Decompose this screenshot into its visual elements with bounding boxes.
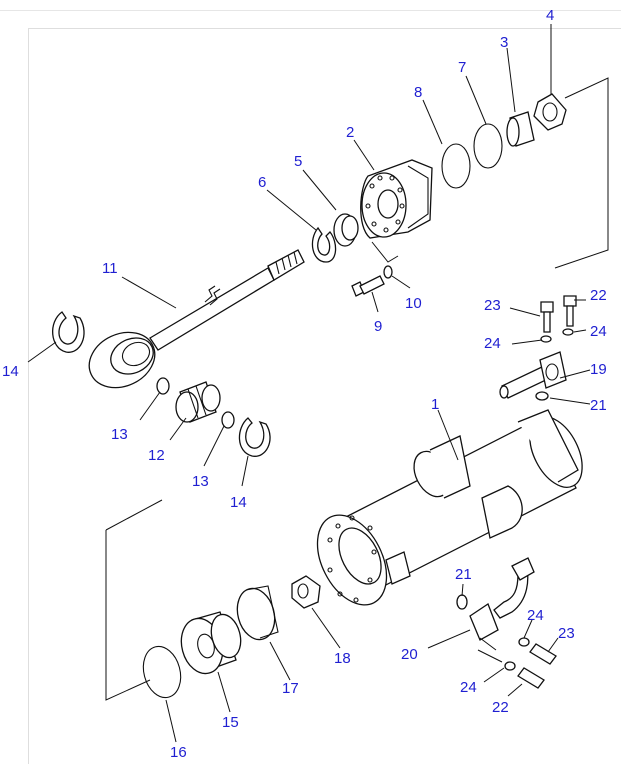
part-5-bushing [333,213,359,247]
callout-2[interactable]: 2 [346,124,354,141]
bracket-line-right [554,77,609,269]
part-12-bushing [175,381,221,423]
callout-19[interactable]: 19 [590,361,607,378]
callout-21-bottom[interactable]: 21 [455,566,472,583]
part-21-o-ring-bottom [456,594,468,610]
part-18-nut [291,575,321,609]
part-4-nut [533,93,567,131]
callout-9[interactable]: 9 [374,318,382,335]
callout-22-top[interactable]: 22 [590,287,607,304]
callout-23-bottom[interactable]: 23 [558,625,575,642]
callout-13-lower[interactable]: 13 [192,473,209,490]
callout-8[interactable]: 8 [414,84,422,101]
part-14-snap-ring-left [52,311,85,353]
part-13-seal-lower [221,411,235,429]
part-16-ring [142,645,182,699]
callout-24-bottom-left[interactable]: 24 [460,679,477,696]
part-7-backup-ring [473,123,503,169]
diagram-frame [28,28,621,764]
part-19-elbow-fitting [499,351,567,399]
leader-lines [27,24,591,743]
callout-5[interactable]: 5 [294,153,302,170]
part-22-23-bolts-top [540,295,577,333]
callout-24-top-left[interactable]: 24 [484,335,501,352]
callout-7[interactable]: 7 [458,59,466,76]
top-bar [0,0,621,11]
part-24-washers-bottom [504,637,530,671]
callout-3[interactable]: 3 [500,34,508,51]
callout-6[interactable]: 6 [258,174,266,191]
part-15-piston [180,611,242,675]
part-3-seal [506,111,535,147]
part-1-cylinder-tube [316,409,583,606]
callout-20[interactable]: 20 [401,646,418,663]
part-6-snap-ring [311,226,337,263]
callout-24-top-right[interactable]: 24 [590,323,607,340]
callout-10[interactable]: 10 [405,295,422,312]
part-10-washer [383,265,393,279]
callout-16[interactable]: 16 [170,744,187,761]
bracket-line-left [105,499,163,701]
part-21-o-ring-top [535,391,549,401]
callout-18[interactable]: 18 [334,650,351,667]
part-9-bolt [351,275,385,297]
part-8-o-ring [441,143,471,189]
callout-11[interactable]: 11 [102,260,118,277]
callout-15[interactable]: 15 [222,714,239,731]
callout-13-upper[interactable]: 13 [111,426,128,443]
part-17-wear-ring [236,585,279,641]
callout-1[interactable]: 1 [431,396,439,413]
callout-22-bottom[interactable]: 22 [492,699,509,716]
callout-17[interactable]: 17 [282,680,299,697]
part-22-23-bolts-bottom [517,643,557,689]
callout-14-right[interactable]: 14 [230,494,247,511]
part-13-seal-upper [156,377,170,395]
callout-12[interactable]: 12 [148,447,165,464]
callout-4[interactable]: 4 [546,7,554,24]
part-20-elbow-fitting [469,557,535,641]
callout-14-left[interactable]: 14 [2,363,19,380]
part-11-piston-rod [88,249,305,389]
part-14-snap-ring-right [238,417,271,457]
callout-24-bottom-right[interactable]: 24 [527,607,544,624]
callout-23-top[interactable]: 23 [484,297,501,314]
part-24-washers-top [540,328,574,343]
part-2-cylinder-head [360,159,433,239]
callout-21-top[interactable]: 21 [590,397,607,414]
